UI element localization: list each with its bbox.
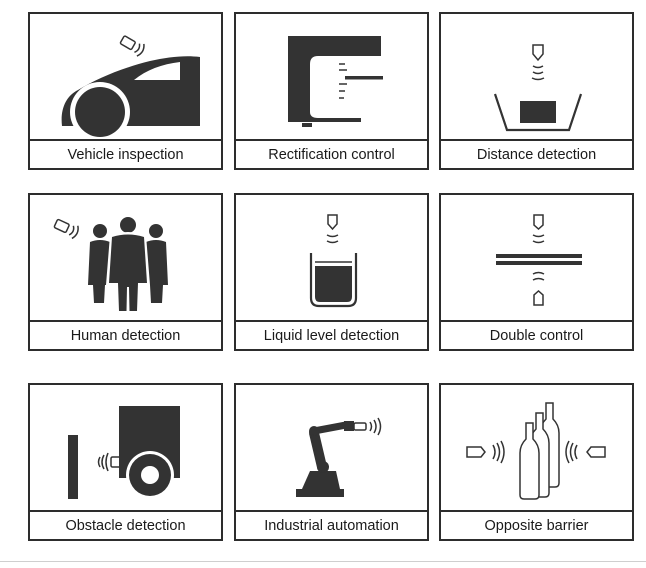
double-sheet-icon [441, 195, 632, 320]
robot-arm-icon [236, 385, 427, 510]
card-label: Double control [441, 320, 632, 349]
bottles-barrier-icon [441, 385, 632, 510]
card-human-detection: Human detection [28, 193, 223, 351]
card-label: Human detection [30, 320, 221, 349]
car-sensor-icon [30, 14, 221, 139]
card-liquid-level-detection: Liquid level detection [234, 193, 429, 351]
liquid-level-icon [236, 195, 427, 320]
card-label: Rectification control [236, 139, 427, 168]
truck-obstacle-icon [30, 385, 221, 510]
card-industrial-automation: Industrial automation [234, 383, 429, 541]
bottom-divider [0, 561, 646, 562]
card-label: Opposite barrier [441, 510, 632, 539]
card-label: Vehicle inspection [30, 139, 221, 168]
card-double-control: Double control [439, 193, 634, 351]
card-rectification-control: Rectification control [234, 12, 429, 170]
card-label: Distance detection [441, 139, 632, 168]
card-obstacle-detection: Obstacle detection [28, 383, 223, 541]
card-label: Liquid level detection [236, 320, 427, 349]
card-label: Industrial automation [236, 510, 427, 539]
container-distance-icon [441, 14, 632, 139]
people-sensor-icon [30, 195, 221, 320]
card-distance-detection: Distance detection [439, 12, 634, 170]
card-opposite-barrier: Opposite barrier [439, 383, 634, 541]
card-label: Obstacle detection [30, 510, 221, 539]
card-vehicle-inspection: Vehicle inspection [28, 12, 223, 170]
press-sensor-icon [236, 14, 427, 139]
